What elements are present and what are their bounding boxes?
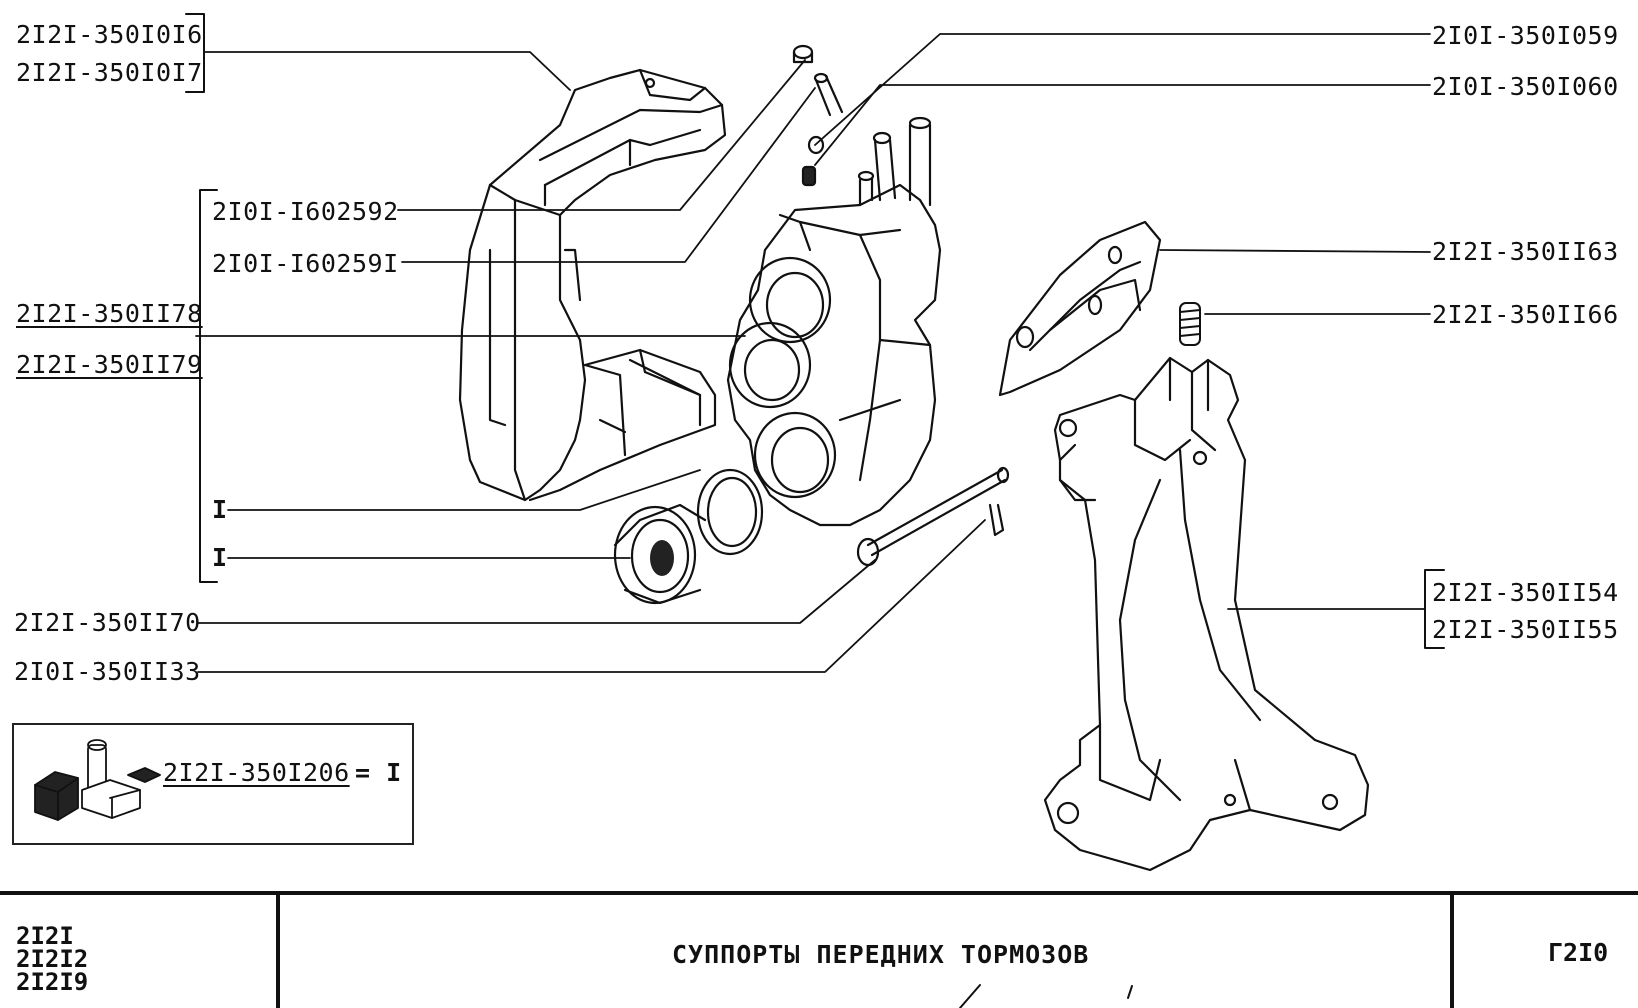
part-label-cotter-pin: 2I0I-350II33 <box>14 657 201 686</box>
repair-kit-box <box>12 723 414 845</box>
part-label-ref-1-upper: I <box>212 495 228 524</box>
leader-lines <box>195 33 1431 673</box>
model-number-2: 2I2I2 <box>16 945 89 973</box>
part-label-cylinder-b: 2I2I-350II79 <box>16 350 203 379</box>
part-label-bleed-cap: 2I0I-I602592 <box>212 197 399 226</box>
part-label-plug-a: 2I0I-350I059 <box>1432 21 1619 50</box>
part-label-ref-1-lower: I <box>212 543 228 572</box>
piston-seals <box>613 468 764 605</box>
repair-kit-equals: = I <box>355 758 402 787</box>
part-label-pad-spring-plate: 2I2I-350II63 <box>1432 237 1619 266</box>
caliper-housing-outer <box>458 68 727 502</box>
guide-pin <box>856 466 1010 567</box>
part-label-caliper-housing-b: 2I2I-350I0I7 <box>16 58 203 87</box>
part-label-bracket-a: 2I2I-350II54 <box>1432 578 1619 607</box>
part-label-bracket-b: 2I2I-350II55 <box>1432 615 1619 644</box>
part-label-guide-pin: 2I2I-350II70 <box>14 608 201 637</box>
label-brackets <box>185 13 1445 649</box>
model-number-3: 2I2I9 <box>16 968 89 996</box>
part-label-spring: 2I2I-350II66 <box>1432 300 1619 329</box>
part-label-caliper-housing-a: 2I2I-350I0I6 <box>16 20 203 49</box>
sheet-number: Г2I0 <box>1548 938 1609 967</box>
spring <box>1179 302 1201 346</box>
caliper-cylinder-body <box>726 116 942 527</box>
part-label-cylinder-a: 2I2I-350II78 <box>16 299 203 328</box>
repair-kit-pictogram <box>34 739 161 821</box>
repair-kit-code: 2I2I-350I206 <box>163 758 350 787</box>
sheet-title: СУППОРТЫ ПЕРЕДНИХ ТОРМОЗОВ <box>672 940 1090 969</box>
mounting-bracket <box>1043 356 1370 872</box>
model-number-1: 2I2I <box>16 922 74 950</box>
title-block-frame <box>0 891 1638 1008</box>
bleeder-parts <box>792 44 844 187</box>
pad-spring-plate <box>998 220 1162 397</box>
part-label-bleed-valve: 2I0I-I60259I <box>212 249 399 278</box>
part-label-plug-b: 2I0I-350I060 <box>1432 72 1619 101</box>
